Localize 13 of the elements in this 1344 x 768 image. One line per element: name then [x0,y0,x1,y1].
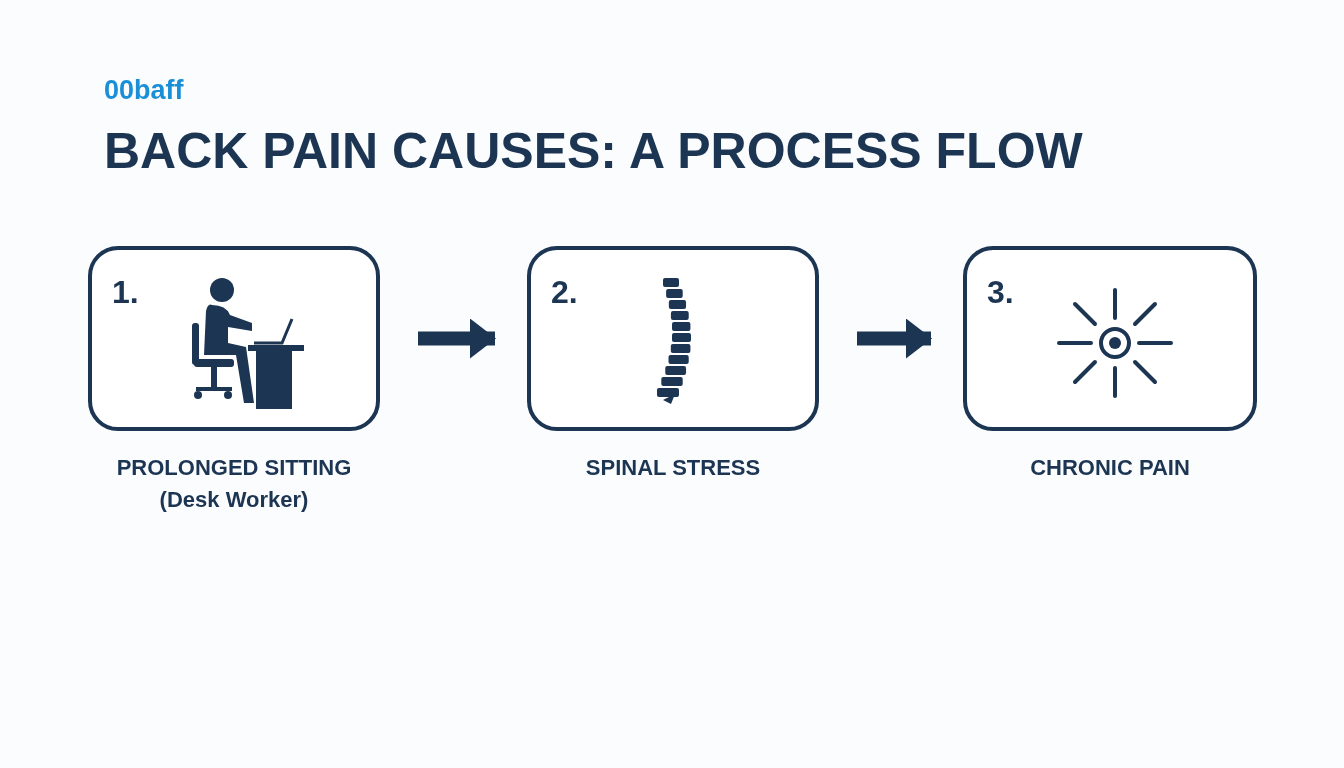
step-box [527,246,819,431]
step-caption: SPINAL STRESS [584,454,762,482]
step-number: 3. [987,276,1014,308]
title: BACK PAIN CAUSES: A PROCESS FLOW [104,122,1083,181]
step-box [88,246,380,431]
step-number: 2. [551,276,578,308]
step-number: 1. [112,276,139,308]
step-box [963,246,1257,431]
arrow [418,318,496,359]
subtitle-text: 00baff [104,74,184,107]
arrow [857,318,932,359]
step-caption: CHRONIC PAIN [1029,454,1191,482]
step-caption: PROLONGED SITTING (Desk Worker) [115,454,353,514]
